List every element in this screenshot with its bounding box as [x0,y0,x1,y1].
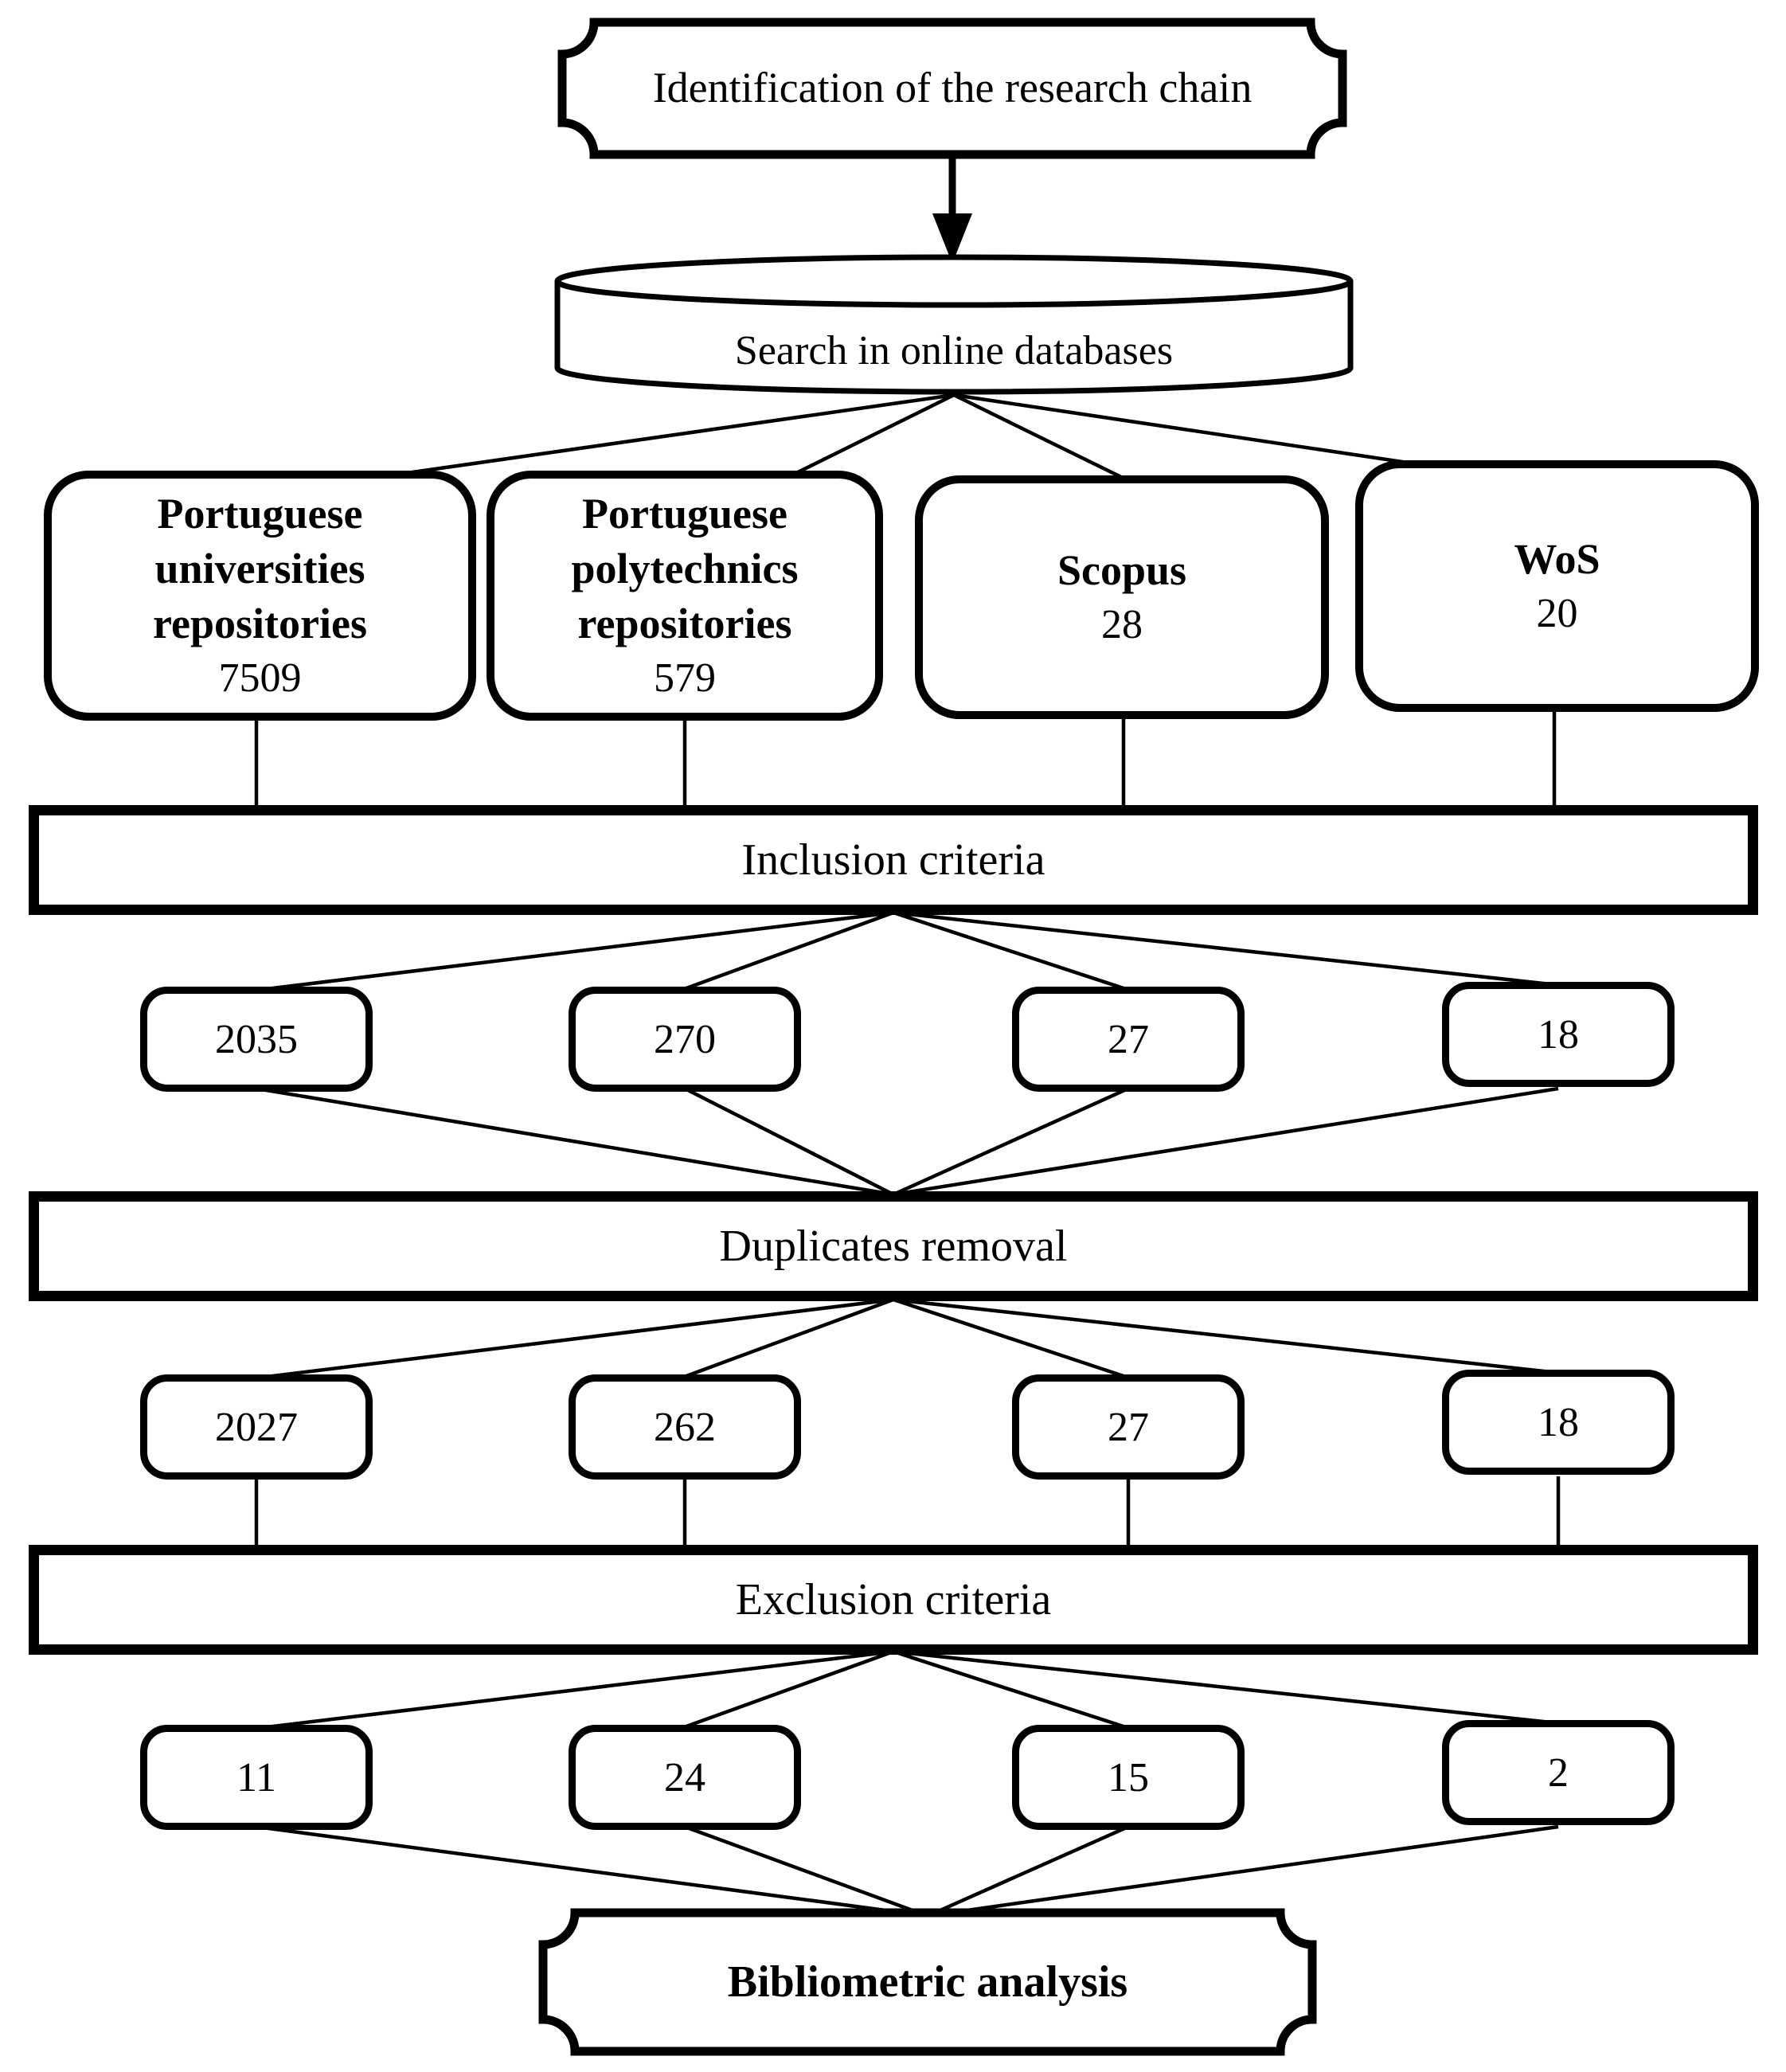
connector-duplicates-r2c3 [893,1297,1129,1380]
connector-exclusion-r3c4 [893,1649,1559,1726]
title-plaque-shape [557,18,1347,159]
connector-inclusion-r1c3 [893,910,1129,992]
down-arrow-icon [932,153,972,264]
result-box: 15 [1012,1725,1245,1830]
source-count: 579 [654,655,716,701]
result-box: 18 [1442,1370,1675,1475]
connector-r1c4-duplicates [893,1086,1559,1197]
source-name: Scopus [1057,545,1187,594]
connector-duplicates-r2c2 [686,1297,894,1378]
result-box: 27 [1012,1374,1245,1480]
title-plaque-label: Identification of the research chain [652,64,1253,112]
connector-r3c3-final [927,1824,1129,1918]
connector-db-source2 [795,393,955,475]
connector-inclusion-r1c2 [686,910,894,991]
connector-line-group [254,393,1561,1918]
source-box-polytechnics: Portuguese polytechnics repositories 579 [487,471,883,721]
connector-r1c1-duplicates [256,1086,894,1197]
database-cylinder-label: Search in online databases [734,327,1174,373]
result-box: 2027 [140,1374,373,1480]
result-box: 27 [1012,987,1245,1092]
result-box: 2 [1442,1720,1675,1825]
connector-db-source1 [395,393,955,477]
result-box: 2035 [140,987,373,1092]
result-box: 18 [1442,982,1675,1087]
final-plaque-shape [538,1908,1317,2056]
source-box-universities: Portuguese universities repositories 750… [44,471,476,721]
connector-db-source3 [953,393,1124,480]
source-count: 7509 [218,655,302,701]
connector-inclusion-r1c4 [893,910,1559,987]
source-name: Portuguese universities repositories [153,489,367,647]
connector-r3c1-final [256,1824,928,1918]
connector-r3c2-final [684,1824,928,1918]
stage-bar-exclusion-criteria: Exclusion criteria [29,1545,1758,1655]
connector-duplicates-r2c1 [259,1297,894,1380]
source-count: 20 [1536,590,1578,636]
connector-r1c2-duplicates [683,1086,895,1197]
final-plaque-label: Bibliometric analysis [727,1957,1128,2007]
stage-bar-inclusion-criteria: Inclusion criteria [29,805,1758,915]
connector-exclusion-r3c3 [893,1649,1129,1730]
result-box: 262 [569,1374,801,1480]
result-box: 24 [569,1725,801,1830]
source-name: WoS [1514,534,1600,583]
result-box: 270 [569,987,801,1092]
source-count: 28 [1101,601,1143,647]
source-box-scopus: Scopus 28 [915,475,1329,719]
connector-exclusion-r3c2 [686,1649,894,1729]
stage-bar-duplicates-removal: Duplicates removal [29,1191,1758,1301]
connector-r3c4-final [927,1824,1559,1918]
connector-duplicates-r2c4 [893,1297,1559,1375]
source-name: Portuguese polytechnics repositories [571,489,799,647]
source-box-wos: WoS 20 [1355,460,1759,712]
connector-r1c3-duplicates [893,1086,1129,1197]
connector-exclusion-r3c1 [259,1649,894,1730]
connector-inclusion-r1c1 [259,910,894,992]
database-cylinder-shape [554,254,1354,395]
result-box: 11 [140,1725,373,1830]
connector-db-source4 [953,393,1425,467]
